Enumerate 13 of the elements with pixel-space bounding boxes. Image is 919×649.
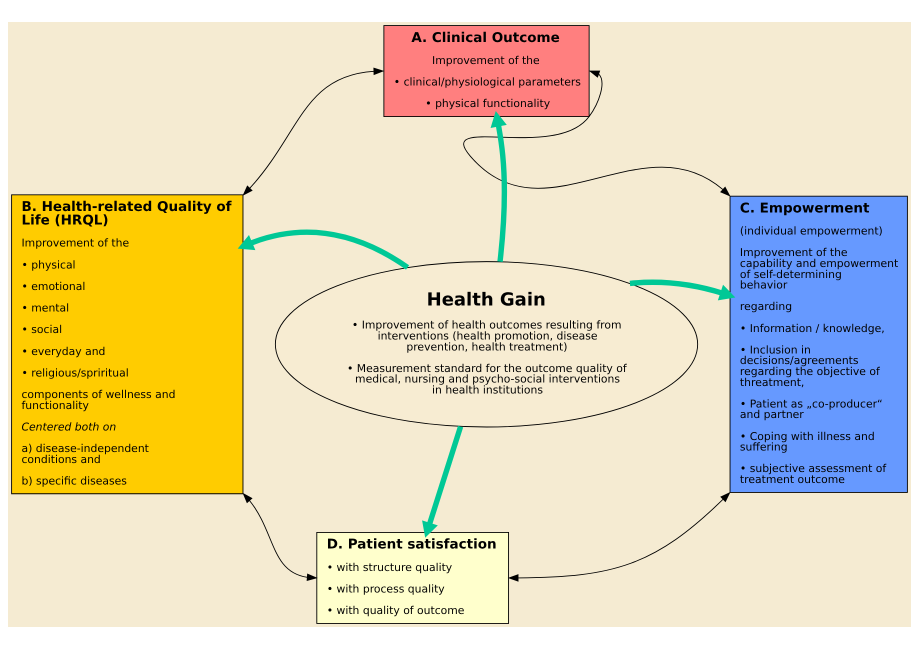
arrow	[238, 230, 410, 270]
arrow	[242, 68, 384, 196]
node-box: B. Health-related Quality of Life (HRQL) Improvement of the • physical • emotional • mental • social • everyday and • religious/spriritual components of wellness and functionality Centered both on a) disease-independent conditions and b) specific diseases	[11, 194, 244, 494]
arrow	[508, 492, 731, 582]
node-ellipse: Health Gain • Improvement of health outcomes resulting from interventions (health promotion, disease prevention, health treatment) • Measurement standard for the outcome quality of medical, nursing and psycho-social interventions in health institutions	[274, 261, 698, 428]
arrow	[490, 110, 508, 262]
arrow	[422, 426, 464, 538]
arrow	[630, 280, 736, 300]
node-box: D. Patient satisfaction • with structure quality • with process quality • with quality of outcome	[316, 532, 510, 624]
node-box: A. Clinical Outcome Improvement of the • clinical/physiological parameters • physical functionality	[383, 25, 590, 117]
arrow	[242, 492, 318, 582]
arrow	[464, 70, 731, 197]
node-box: C. Empowerment (individual empowerment) Improvement of the capability and empowerment of self-determining behavior regarding • Information / knowledge, • Inclusion in decisions/agreements regarding the objective of threatment, • Patient as „co-producer“ and partner • Coping with illness and suffering • subjective assessment of treatment outcome	[730, 196, 908, 493]
